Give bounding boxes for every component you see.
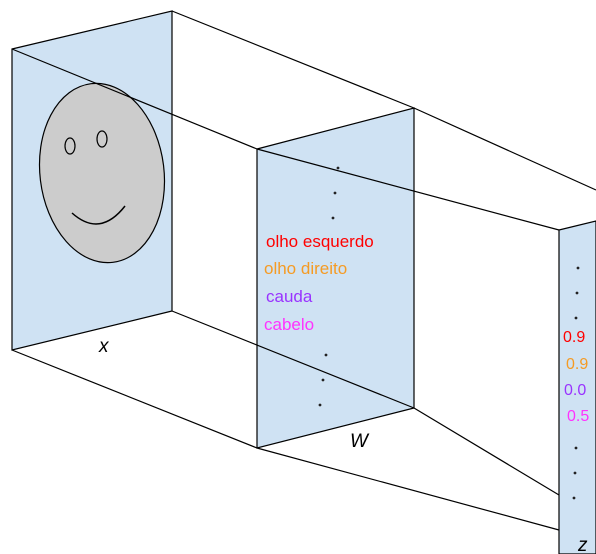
output-panel [558, 220, 596, 554]
weights-label: W [350, 431, 370, 452]
latent-label: z [577, 535, 588, 554]
output-value-4: 0.5 [567, 408, 589, 425]
middle-panel [256, 107, 415, 449]
ellipsis-dots-icon [318, 166, 340, 407]
input-label: x [98, 336, 110, 357]
feature-label-tail: cauda [266, 287, 313, 306]
feature-label-left-eye: olho esquerdo [266, 232, 374, 251]
smiley-face-icon [38, 82, 166, 264]
feature-label-hair: cabelo [264, 315, 314, 334]
feature-label-right-eye: olho direito [264, 259, 347, 278]
projection-edges [11, 10, 596, 531]
ellipsis-dots-icon [572, 266, 580, 500]
output-value-1: 0.9 [563, 329, 585, 346]
output-value-3: 0.0 [564, 382, 586, 399]
output-value-2: 0.9 [566, 356, 588, 373]
